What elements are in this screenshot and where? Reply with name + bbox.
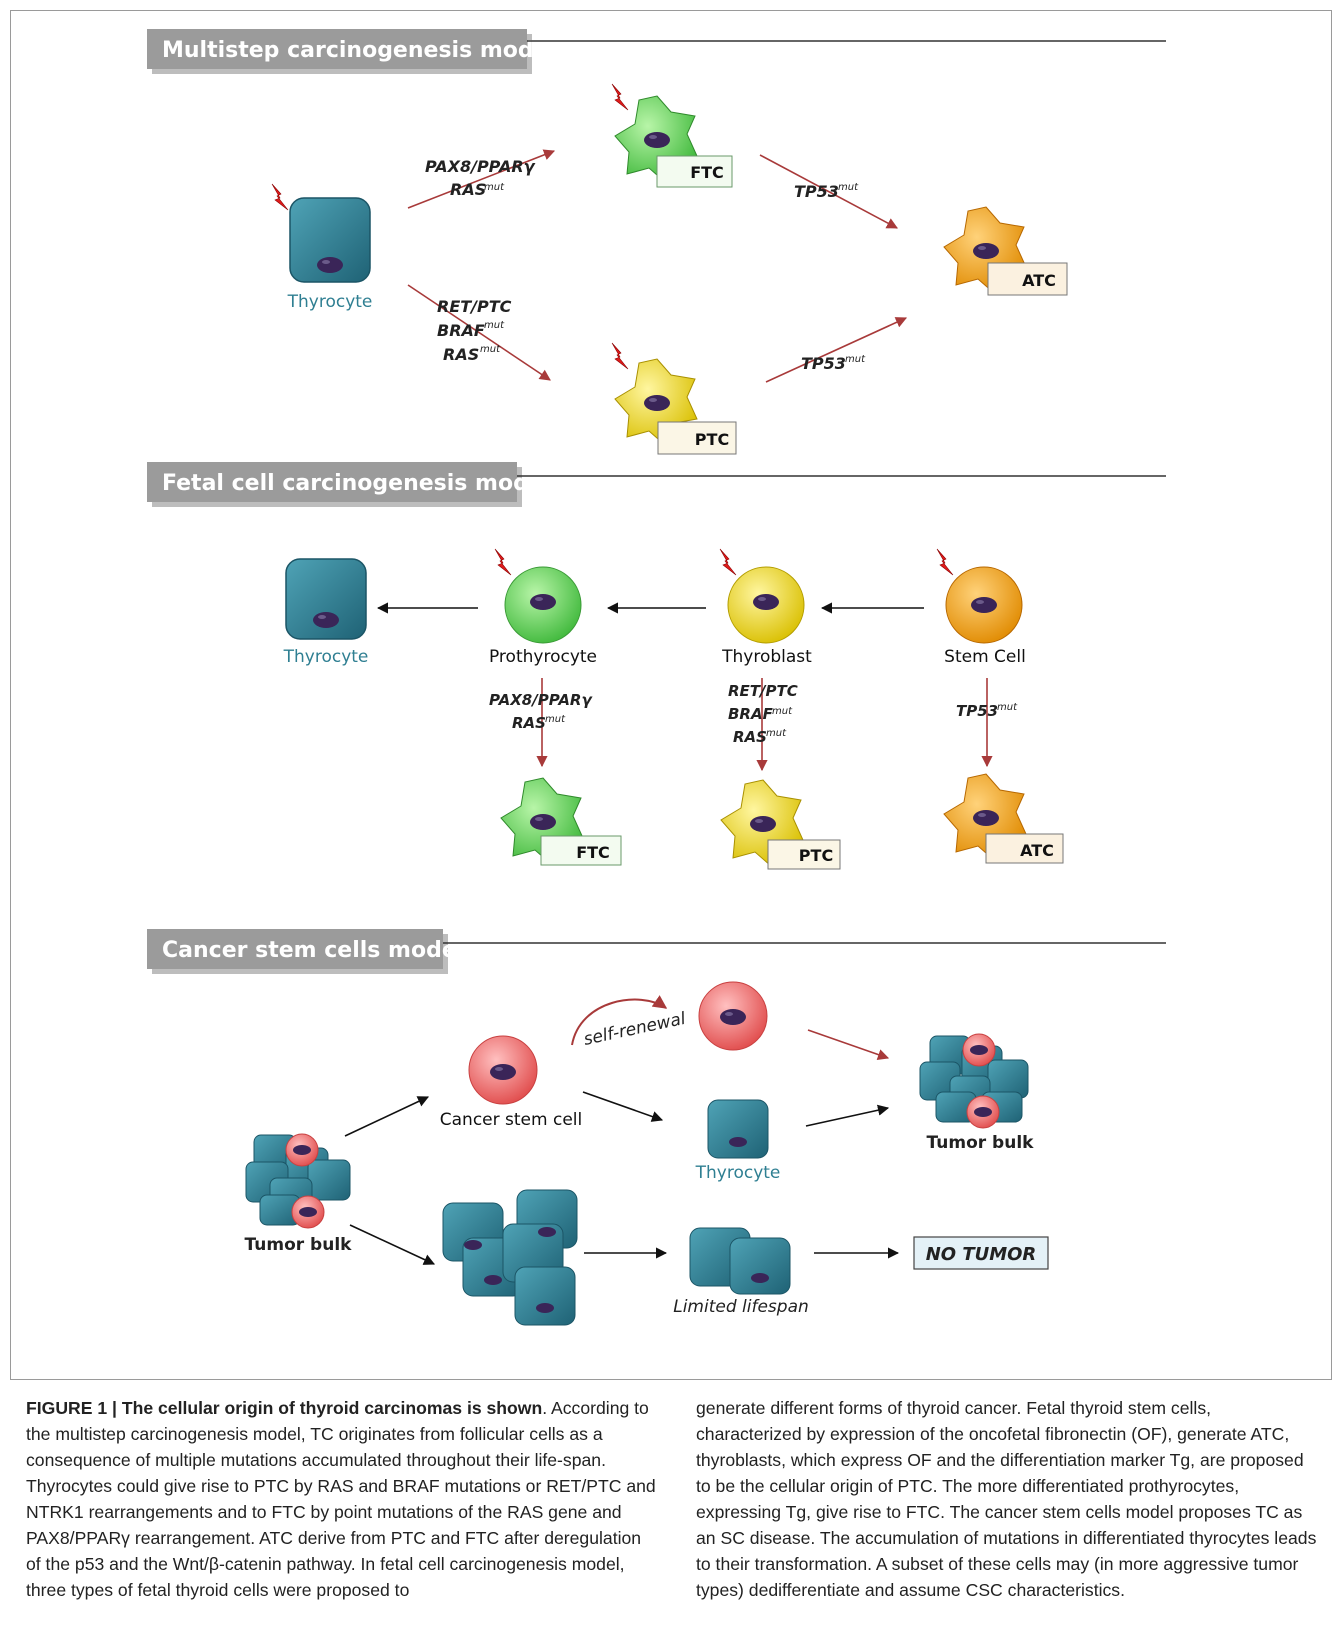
arrow-thyrocyte-to-bulk xyxy=(805,1104,890,1127)
caption-right-text: generate different forms of thyroid canc… xyxy=(696,1398,1317,1600)
caption-title: FIGURE 1 | The cellular origin of thyroi… xyxy=(26,1398,543,1418)
multistep-lower-mut-1: RET/PTC xyxy=(437,297,512,316)
multistep-lower-mut-2-sup: mut xyxy=(484,320,505,331)
arrow-bulk-to-csc xyxy=(344,1096,430,1137)
csc-limited-lifespan-label: Limited lifespan xyxy=(673,1297,809,1317)
section-title-multistep: Multistep carcinogenesis model xyxy=(162,38,556,63)
fetal-blast-mut-2-sup: mut xyxy=(772,706,793,717)
fetal-thyrocyte-label: Thyrocyte xyxy=(283,647,369,667)
multistep-thyrocyte-label: Thyrocyte xyxy=(287,292,373,312)
multistep-tp53-a-sup: mut xyxy=(838,182,859,193)
multistep-thyrocyte: Thyrocyte xyxy=(271,183,373,312)
section-header-fetal: Fetal cell carcinogenesis model xyxy=(147,462,1166,507)
section-title-fetal: Fetal cell carcinogenesis model xyxy=(162,471,551,496)
csc-cancer-stem-cell: Cancer stem cell xyxy=(440,1035,582,1130)
fetal-thyrocyte: Thyrocyte xyxy=(283,558,369,667)
csc-tumor-bulk-right: Tumor bulk xyxy=(919,1033,1035,1153)
multistep-tp53-b: TP53 xyxy=(801,354,846,373)
fetal-thyroblast: Thyroblast xyxy=(719,548,812,667)
multistep-lower-mut-3: RAS xyxy=(443,345,479,364)
csc-differentiated-cells xyxy=(442,1189,578,1326)
fetal-stem-mut-1-sup: mut xyxy=(997,702,1018,713)
fetal-pro-mut-2: RAS xyxy=(512,714,546,732)
multistep-ftc-label: FTC xyxy=(690,163,724,182)
fetal-atc-cell: ATC xyxy=(943,773,1064,864)
fetal-ftc-label: FTC xyxy=(576,843,610,862)
csc-limited-lifespan: Limited lifespan xyxy=(673,1227,809,1317)
multistep-lower-mut-2: BRAF xyxy=(437,321,485,340)
self-renewal-arrow xyxy=(571,995,668,1046)
arrow-csc-to-thyrocyte xyxy=(582,1091,664,1122)
arrow-thyrocyte-to-ptc xyxy=(407,284,551,381)
section-header-csc: Cancer stem cells model xyxy=(147,929,1166,974)
fetal-atc-label: ATC xyxy=(1020,841,1054,860)
figure-frame xyxy=(10,10,1332,1380)
fetal-stemcell-label: Stem Cell xyxy=(944,647,1026,667)
arrow-bulk-to-cells xyxy=(349,1224,436,1265)
fetal-blast-mut-3: RAS xyxy=(733,728,767,746)
csc-self-renewal-cell xyxy=(698,981,768,1051)
caption-left-column: FIGURE 1 | The cellular origin of thyroi… xyxy=(26,1395,656,1603)
section-title-csc: Cancer stem cells model xyxy=(162,938,464,963)
fetal-blast-mut-3-sup: mut xyxy=(766,728,787,739)
fetal-blast-mut-1: RET/PTC xyxy=(728,682,798,700)
csc-self-renewal-label: self-renewal xyxy=(582,1009,688,1050)
fetal-prothyrocyte: Prothyrocyte xyxy=(489,548,597,667)
multistep-ftc-cell: FTC xyxy=(611,83,733,188)
section-header-multistep: Multistep carcinogenesis model xyxy=(147,29,1166,74)
caption-right-column: generate different forms of thyroid canc… xyxy=(696,1395,1321,1603)
fetal-stem-cell: Stem Cell xyxy=(936,548,1026,667)
csc-thyrocyte-label: Thyrocyte xyxy=(695,1163,781,1183)
arrow-ftc-to-atc xyxy=(759,154,898,229)
csc-tumor-bulk-right-label: Tumor bulk xyxy=(927,1133,1035,1153)
fetal-ftc-cell: FTC xyxy=(500,777,622,866)
csc-no-tumor-label: NO TUMOR xyxy=(926,1244,1037,1265)
multistep-atc-cell: ATC xyxy=(943,206,1068,296)
fetal-blast-mut-2: BRAF xyxy=(728,705,774,723)
multistep-ptc-cell: PTC xyxy=(611,342,737,455)
multistep-tp53-b-sup: mut xyxy=(845,354,866,365)
multistep-lower-mut-3-sup: mut xyxy=(480,344,501,355)
fetal-thyroblast-label: Thyroblast xyxy=(721,647,812,667)
csc-thyrocyte: Thyrocyte xyxy=(695,1099,781,1183)
fetal-pro-mut-1: PAX8/PPARγ xyxy=(489,691,593,709)
csc-tumor-bulk-left: Tumor bulk xyxy=(245,1133,353,1255)
fetal-stem-mut-1: TP53 xyxy=(956,702,998,720)
multistep-atc-label: ATC xyxy=(1022,271,1056,290)
arrow-ptc-to-atc xyxy=(765,317,908,383)
multistep-upper-mut-2: RAS xyxy=(450,180,486,199)
fetal-ptc-cell: PTC xyxy=(720,779,841,870)
multistep-upper-mut-2-sup: mut xyxy=(484,182,505,193)
fetal-pro-mut-2-sup: mut xyxy=(545,714,566,725)
csc-no-tumor: NO TUMOR xyxy=(913,1236,1049,1270)
multistep-tp53-a: TP53 xyxy=(794,182,839,201)
arrow-thyrocyte-to-ftc xyxy=(407,149,556,209)
fetal-prothyrocyte-label: Prothyrocyte xyxy=(489,647,597,667)
arrow-selfrenewal-to-bulk xyxy=(807,1029,890,1060)
fetal-ptc-label: PTC xyxy=(799,846,833,865)
multistep-upper-mut-1: PAX8/PPARγ xyxy=(425,157,536,176)
csc-tumor-bulk-left-label: Tumor bulk xyxy=(245,1235,353,1255)
caption-left-text: . According to the multistep carcinogene… xyxy=(26,1398,656,1600)
csc-cancer-stem-cell-label: Cancer stem cell xyxy=(440,1110,582,1130)
figure-diagram: Multistep carcinogenesis model Fetal cel… xyxy=(147,29,1166,1326)
multistep-ptc-label: PTC xyxy=(695,430,729,449)
